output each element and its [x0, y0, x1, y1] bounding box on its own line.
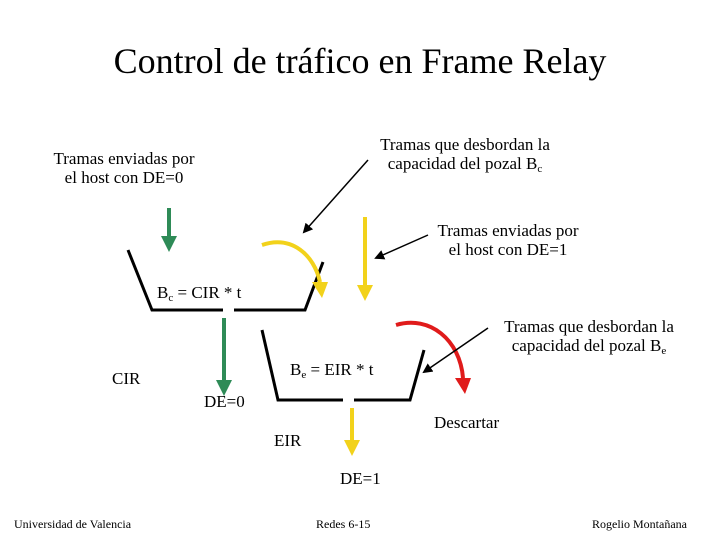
formula-be: Be = EIR * t [290, 360, 374, 381]
footer-right: Rogelio Montañana [592, 517, 687, 531]
label-overflow-be-line1: Tramas que desbordan la [504, 317, 674, 336]
pointer-arrow-overflow-be [422, 327, 489, 374]
pointer-arrow-de1 [374, 234, 429, 260]
label-sent-de0-line1: Tramas enviadas por [53, 149, 195, 168]
red-curved-overflow-be [395, 320, 471, 394]
green-arrow-input [161, 208, 177, 252]
yellow-arrow-input [357, 217, 373, 301]
pointer-arrow-overflow-bc [302, 159, 369, 234]
green-arrow-de0-output [216, 318, 232, 396]
footer-left: Universidad de Valencia [14, 517, 132, 531]
label-sent-de1-line2: el host con DE=1 [448, 239, 568, 259]
yellow-curved-overflow-bc [261, 240, 328, 298]
label-sent-de1: Tramas enviadas por el host con DE=1 [413, 221, 603, 259]
label-sent-de1-line1: Tramas enviadas por [437, 221, 579, 240]
label-sent-de0-line2: el host con DE=0 [64, 167, 184, 187]
label-overflow-bc-line2: capacidad del pozal Bc [387, 153, 543, 175]
label-de1-output: DE=1 [340, 469, 381, 488]
label-overflow-be: Tramas que desbordan la capacidad del po… [474, 317, 704, 357]
footer-center: Redes 6-15 [316, 517, 371, 531]
label-sent-de0: Tramas enviadas por el host con DE=0 [34, 149, 214, 187]
slide-title: Control de tráfico en Frame Relay [113, 41, 607, 81]
label-overflow-bc: Tramas que desbordan la capacidad del po… [350, 135, 580, 175]
label-eir: EIR [274, 431, 302, 450]
bucket-be [260, 329, 426, 402]
yellow-arrow-de1-output [344, 408, 360, 456]
formula-bc: Bc = CIR * t [157, 283, 242, 304]
label-de0-output: DE=0 [204, 392, 245, 411]
label-overflow-be-line2: capacidad del pozal Be [511, 335, 667, 357]
label-cir: CIR [112, 369, 141, 388]
label-overflow-bc-line1: Tramas que desbordan la [380, 135, 550, 154]
label-discard: Descartar [434, 413, 500, 432]
